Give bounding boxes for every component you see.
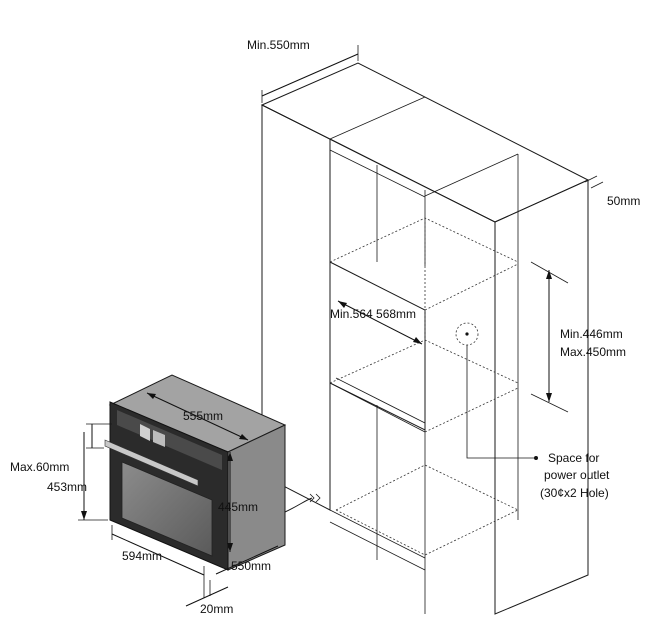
niche-height-min-label: Min.446mm: [560, 327, 623, 341]
cabinet-depth-label: Min.550mm: [247, 38, 310, 52]
niche-bottom-right: [424, 387, 519, 433]
outlet-center-dot: [465, 332, 469, 336]
cabinet-top-seam: [329, 96, 426, 140]
oven-door-depth-label: 20mm: [200, 602, 233, 616]
dim-oven-depth: [215, 545, 279, 575]
dimension-lines: [78, 45, 569, 607]
lower-dashed-box: [335, 464, 519, 556]
outlet-label-line2: power outlet: [544, 468, 610, 482]
oven-door-glass: [121, 461, 213, 557]
cabinet-base-front: [329, 509, 426, 559]
outlet-leader-line: [466, 345, 536, 459]
dim-cabinet-depth: [261, 53, 359, 97]
gap-marker: [584, 175, 598, 183]
oven-display-icon: [140, 424, 150, 441]
outlet-label-line1: Space for: [548, 451, 599, 465]
oven-knob-icon: [153, 430, 165, 447]
gap-marker: [590, 181, 604, 189]
cabinet-right-face: [494, 179, 589, 615]
niche-bottom-lip: [335, 377, 426, 424]
dim-oven-panel-width: [146, 392, 249, 441]
niche-height-max-label: Max.450mm: [560, 345, 626, 359]
oven-depth-label: 550mm: [231, 559, 271, 573]
niche-width-label: Min.564 568mm: [330, 307, 416, 321]
oven-handle: [104, 439, 199, 487]
outlet-leader-dot: [534, 456, 538, 460]
oven-panel-height-label: Max.60mm: [10, 460, 69, 474]
oven-width-label: 594mm: [122, 549, 162, 563]
cabinet-plinth: [329, 521, 426, 571]
dim-niche-width: [337, 300, 423, 345]
niche-bottom-front: [329, 382, 426, 433]
cabinet: [260, 62, 604, 615]
niche-bottom-back: [329, 339, 519, 384]
cabinet-gap-label: 50mm: [607, 194, 640, 208]
outlet-label-line3: (30¢x2 Hole): [540, 486, 609, 500]
oven-control-panel: [117, 410, 222, 470]
cabinet-top-seam: [329, 149, 426, 198]
cabinet-top-seam: [424, 153, 519, 197]
cable-break-icon: [309, 493, 321, 503]
niche-opening: [329, 261, 426, 431]
power-outlet-marker: [455, 322, 538, 460]
oven: [104, 374, 321, 571]
niche-top-back: [329, 217, 519, 263]
dim-oven-width: [111, 533, 205, 576]
oven-height-label: 453mm: [47, 480, 87, 494]
cabinet-front-edge: [329, 138, 496, 614]
oven-panel-width-label: 555mm: [183, 409, 223, 423]
oven-power-cable: [284, 497, 313, 513]
niche-top-right: [424, 263, 519, 311]
oven-body-height-label: 445mm: [218, 500, 258, 514]
